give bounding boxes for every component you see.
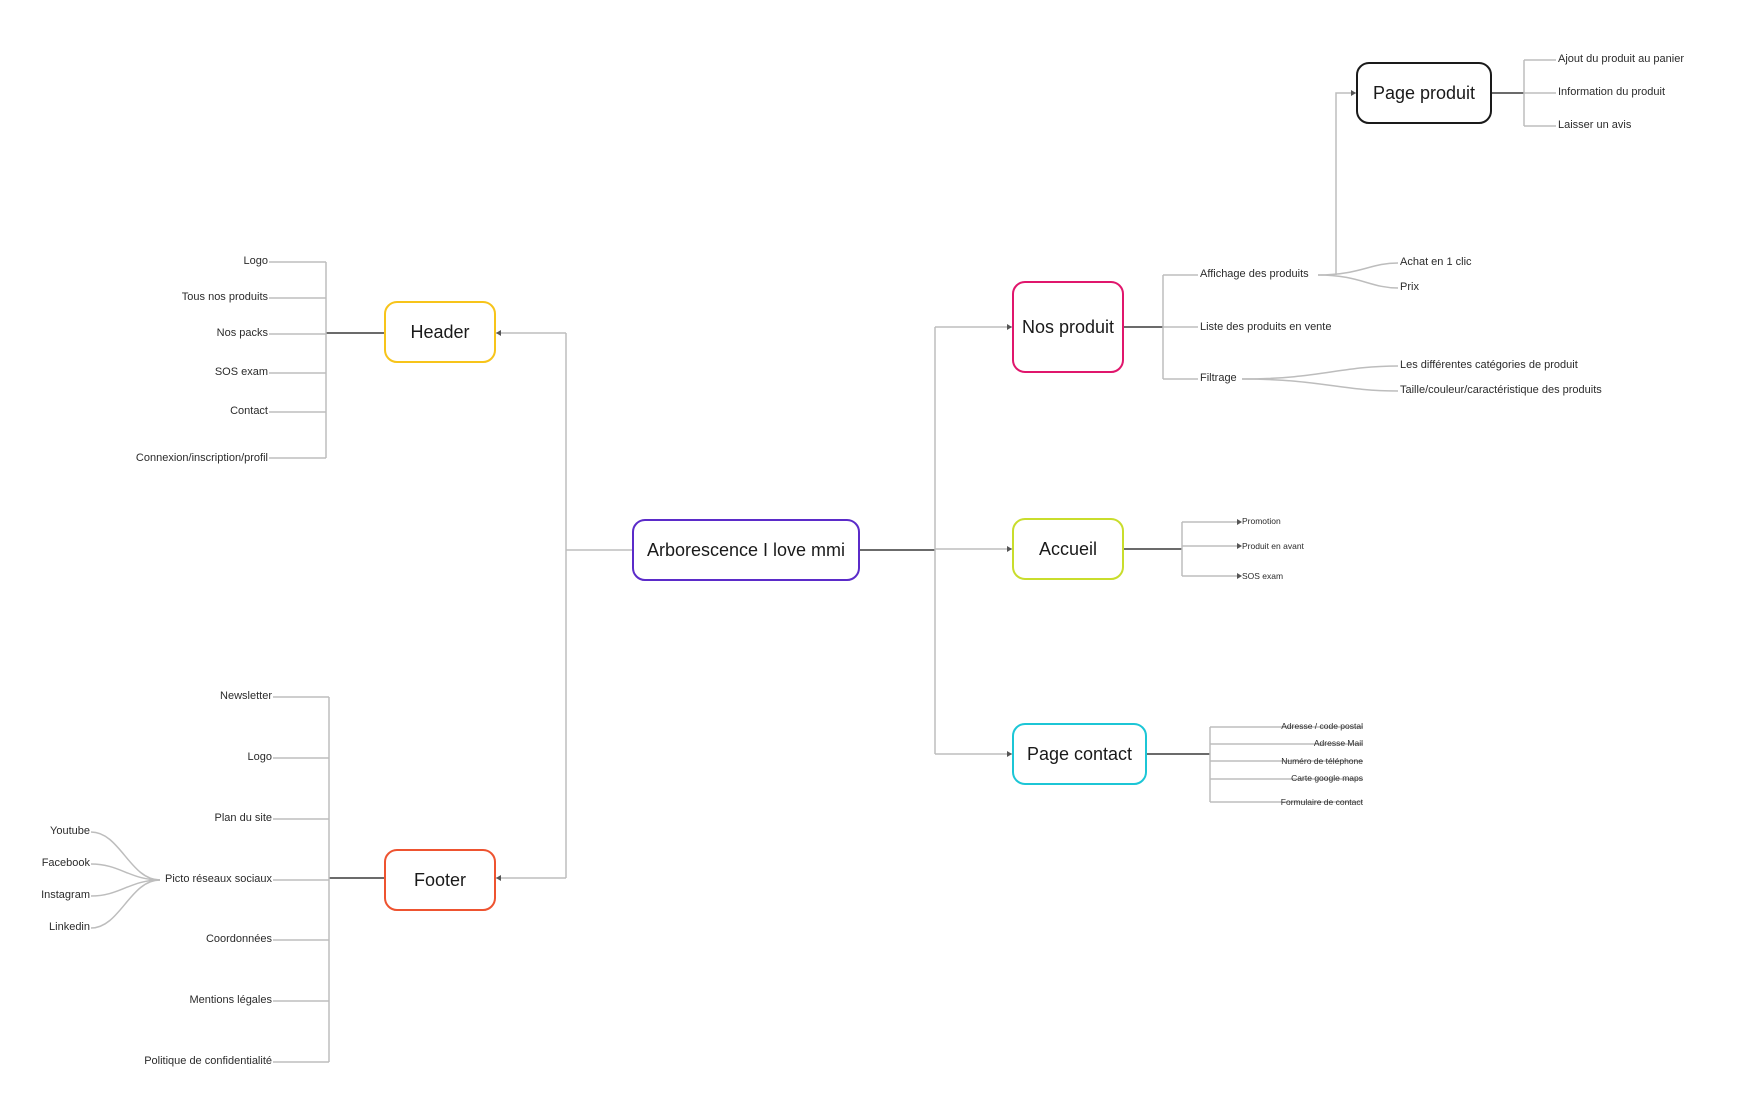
filtrage-sub-categories: Les différentes catégories de produit: [1400, 359, 1578, 371]
nos-produit-item-affichage: Affichage des produits: [1200, 268, 1309, 280]
arrow-contact: [1007, 751, 1012, 757]
social-item-youtube: Youtube: [50, 825, 90, 837]
connector-affichage-sub-1: [1317, 274, 1399, 289]
header-item-tous-nos-produits: Tous nos produits: [181, 291, 268, 303]
connector-social-item-1: [90, 863, 161, 881]
arrow-header: [496, 330, 501, 336]
arrow-accueil-item-0: [1237, 519, 1242, 525]
arrow-accueil: [1007, 546, 1012, 552]
page-contact-node[interactable]: Page contact: [1012, 723, 1147, 785]
header-item-nos-packs: Nos packs: [216, 327, 268, 339]
footer-item-politique: Politique de confidentialité: [144, 1055, 272, 1067]
arrow-accueil-item-1: [1237, 543, 1242, 549]
arrow-accueil-item-2: [1237, 573, 1242, 579]
connector-social-item-0: [90, 831, 161, 881]
accueil-item-sos-exam: SOS exam: [1242, 571, 1284, 581]
filtrage-sub-taille: Taille/couleur/caractéristique des produ…: [1400, 384, 1602, 396]
arrow-page-produit: [1351, 90, 1356, 96]
arrow-footer: [496, 875, 501, 881]
header-item-connexion: Connexion/inscription/profil: [135, 452, 268, 464]
accueil-item-promotion: Promotion: [1242, 516, 1281, 526]
header-item-sos-exam: SOS exam: [214, 366, 268, 378]
footer-item-picto-reseaux: Picto réseaux sociaux: [165, 873, 272, 885]
connector-social-item-3: [90, 879, 161, 929]
footer-item-logo: Logo: [247, 751, 272, 763]
nos-produit-item-liste: Liste des produits en vente: [1200, 321, 1332, 333]
page-produit-item-information: Information du produit: [1558, 86, 1666, 98]
contact-item-adresse: Adresse / code postal: [1281, 721, 1363, 731]
affichage-sub-prix: Prix: [1400, 281, 1419, 293]
accueil-item-produit-en-avant: Produit en avant: [1242, 541, 1304, 551]
nos-produit-node[interactable]: Nos produit: [1012, 281, 1124, 373]
social-item-linkedin: Linkedin: [49, 921, 90, 933]
social-item-facebook: Facebook: [41, 857, 90, 869]
accueil-node[interactable]: Accueil: [1012, 518, 1124, 580]
footer-item-coordonnees: Coordonnées: [205, 933, 272, 945]
header-node[interactable]: Header: [384, 301, 496, 363]
connector-filtrage-sub-1: [1241, 378, 1399, 392]
footer-item-plan-du-site: Plan du site: [214, 812, 272, 824]
contact-item-formulaire: Formulaire de contact: [1280, 797, 1363, 807]
page-produit-item-ajout: Ajout du produit au panier: [1558, 53, 1684, 65]
connector-affichage-sub-0: [1317, 262, 1399, 276]
root-node[interactable]: Arborescence I love mmi: [632, 519, 860, 581]
connector-to-page-produit: [1335, 92, 1356, 275]
footer-node[interactable]: Footer: [384, 849, 496, 911]
footer-item-mentions-legales: Mentions légales: [189, 994, 272, 1006]
page-produit-node[interactable]: Page produit: [1356, 62, 1492, 124]
header-item-logo: Logo: [243, 255, 268, 267]
affichage-sub-achat: Achat en 1 clic: [1400, 256, 1472, 268]
page-produit-item-avis: Laisser un avis: [1558, 119, 1632, 131]
nos-produit-item-filtrage: Filtrage: [1200, 372, 1237, 384]
connector-filtrage-sub-0: [1241, 365, 1399, 380]
social-item-instagram: Instagram: [41, 889, 90, 901]
footer-item-newsletter: Newsletter: [220, 690, 272, 702]
header-item-contact: Contact: [230, 405, 268, 417]
contact-item-mail: Adresse Mail: [1313, 738, 1363, 748]
contact-item-carte: Carte google maps: [1291, 773, 1363, 783]
arrow-nos-produit: [1007, 324, 1012, 330]
contact-item-telephone: Numéro de téléphone: [1281, 756, 1363, 766]
